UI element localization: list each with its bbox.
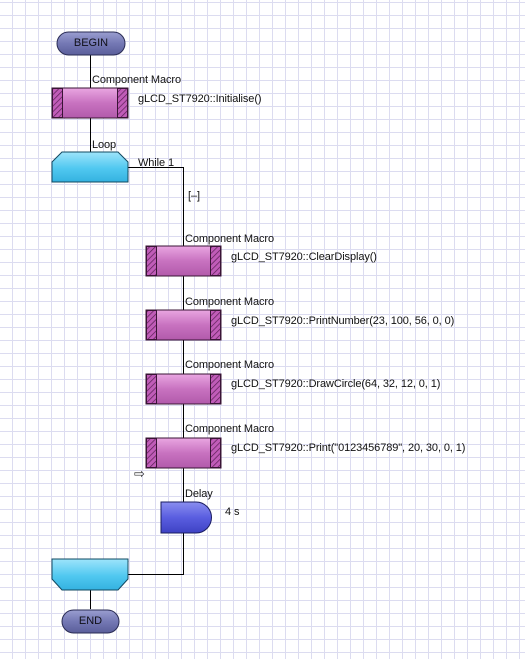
macro-block-initialise[interactable]: [51, 87, 129, 119]
macro-type-label: Component Macro: [185, 423, 274, 435]
macro-block-print[interactable]: [145, 437, 222, 469]
loop-collapse-toggle[interactable]: [–]: [188, 190, 200, 202]
delay-block[interactable]: [160, 501, 212, 534]
loop-label: Loop: [92, 139, 117, 151]
loop-condition: While 1: [138, 157, 174, 169]
begin-label: BEGIN: [73, 37, 109, 49]
end-terminal[interactable]: [61, 609, 120, 634]
loop-end-block[interactable]: [51, 558, 129, 591]
macro-type-label: Component Macro: [185, 359, 274, 371]
end-label: END: [78, 615, 103, 627]
macro-block-drawcircle[interactable]: [145, 373, 222, 405]
current-step-arrow-icon: ⇨: [134, 466, 145, 481]
macro-type-label: Component Macro: [185, 233, 274, 245]
macro-call-print: gLCD_ST7920::Print("0123456789", 20, 30,…: [231, 442, 466, 454]
macro-type-label: Component Macro: [185, 296, 274, 308]
begin-terminal[interactable]: [56, 31, 126, 56]
delay-label: Delay: [185, 488, 213, 500]
macro-call-printnumber: gLCD_ST7920::PrintNumber(23, 100, 56, 0,…: [231, 315, 455, 327]
macro-call-cleardisplay: gLCD_ST7920::ClearDisplay(): [231, 251, 377, 263]
delay-value: 4 s: [225, 506, 240, 518]
init-macro-call: gLCD_ST7920::Initialise(): [138, 93, 262, 105]
macro-block-cleardisplay[interactable]: [145, 245, 222, 277]
init-macro-type-label: Component Macro: [92, 74, 181, 86]
connector-lines: [90, 55, 184, 609]
macro-block-printnumber[interactable]: [145, 309, 222, 341]
macro-call-drawcircle: gLCD_ST7920::DrawCircle(64, 32, 12, 0, 1…: [231, 378, 441, 390]
loop-start-block[interactable]: [51, 151, 129, 183]
